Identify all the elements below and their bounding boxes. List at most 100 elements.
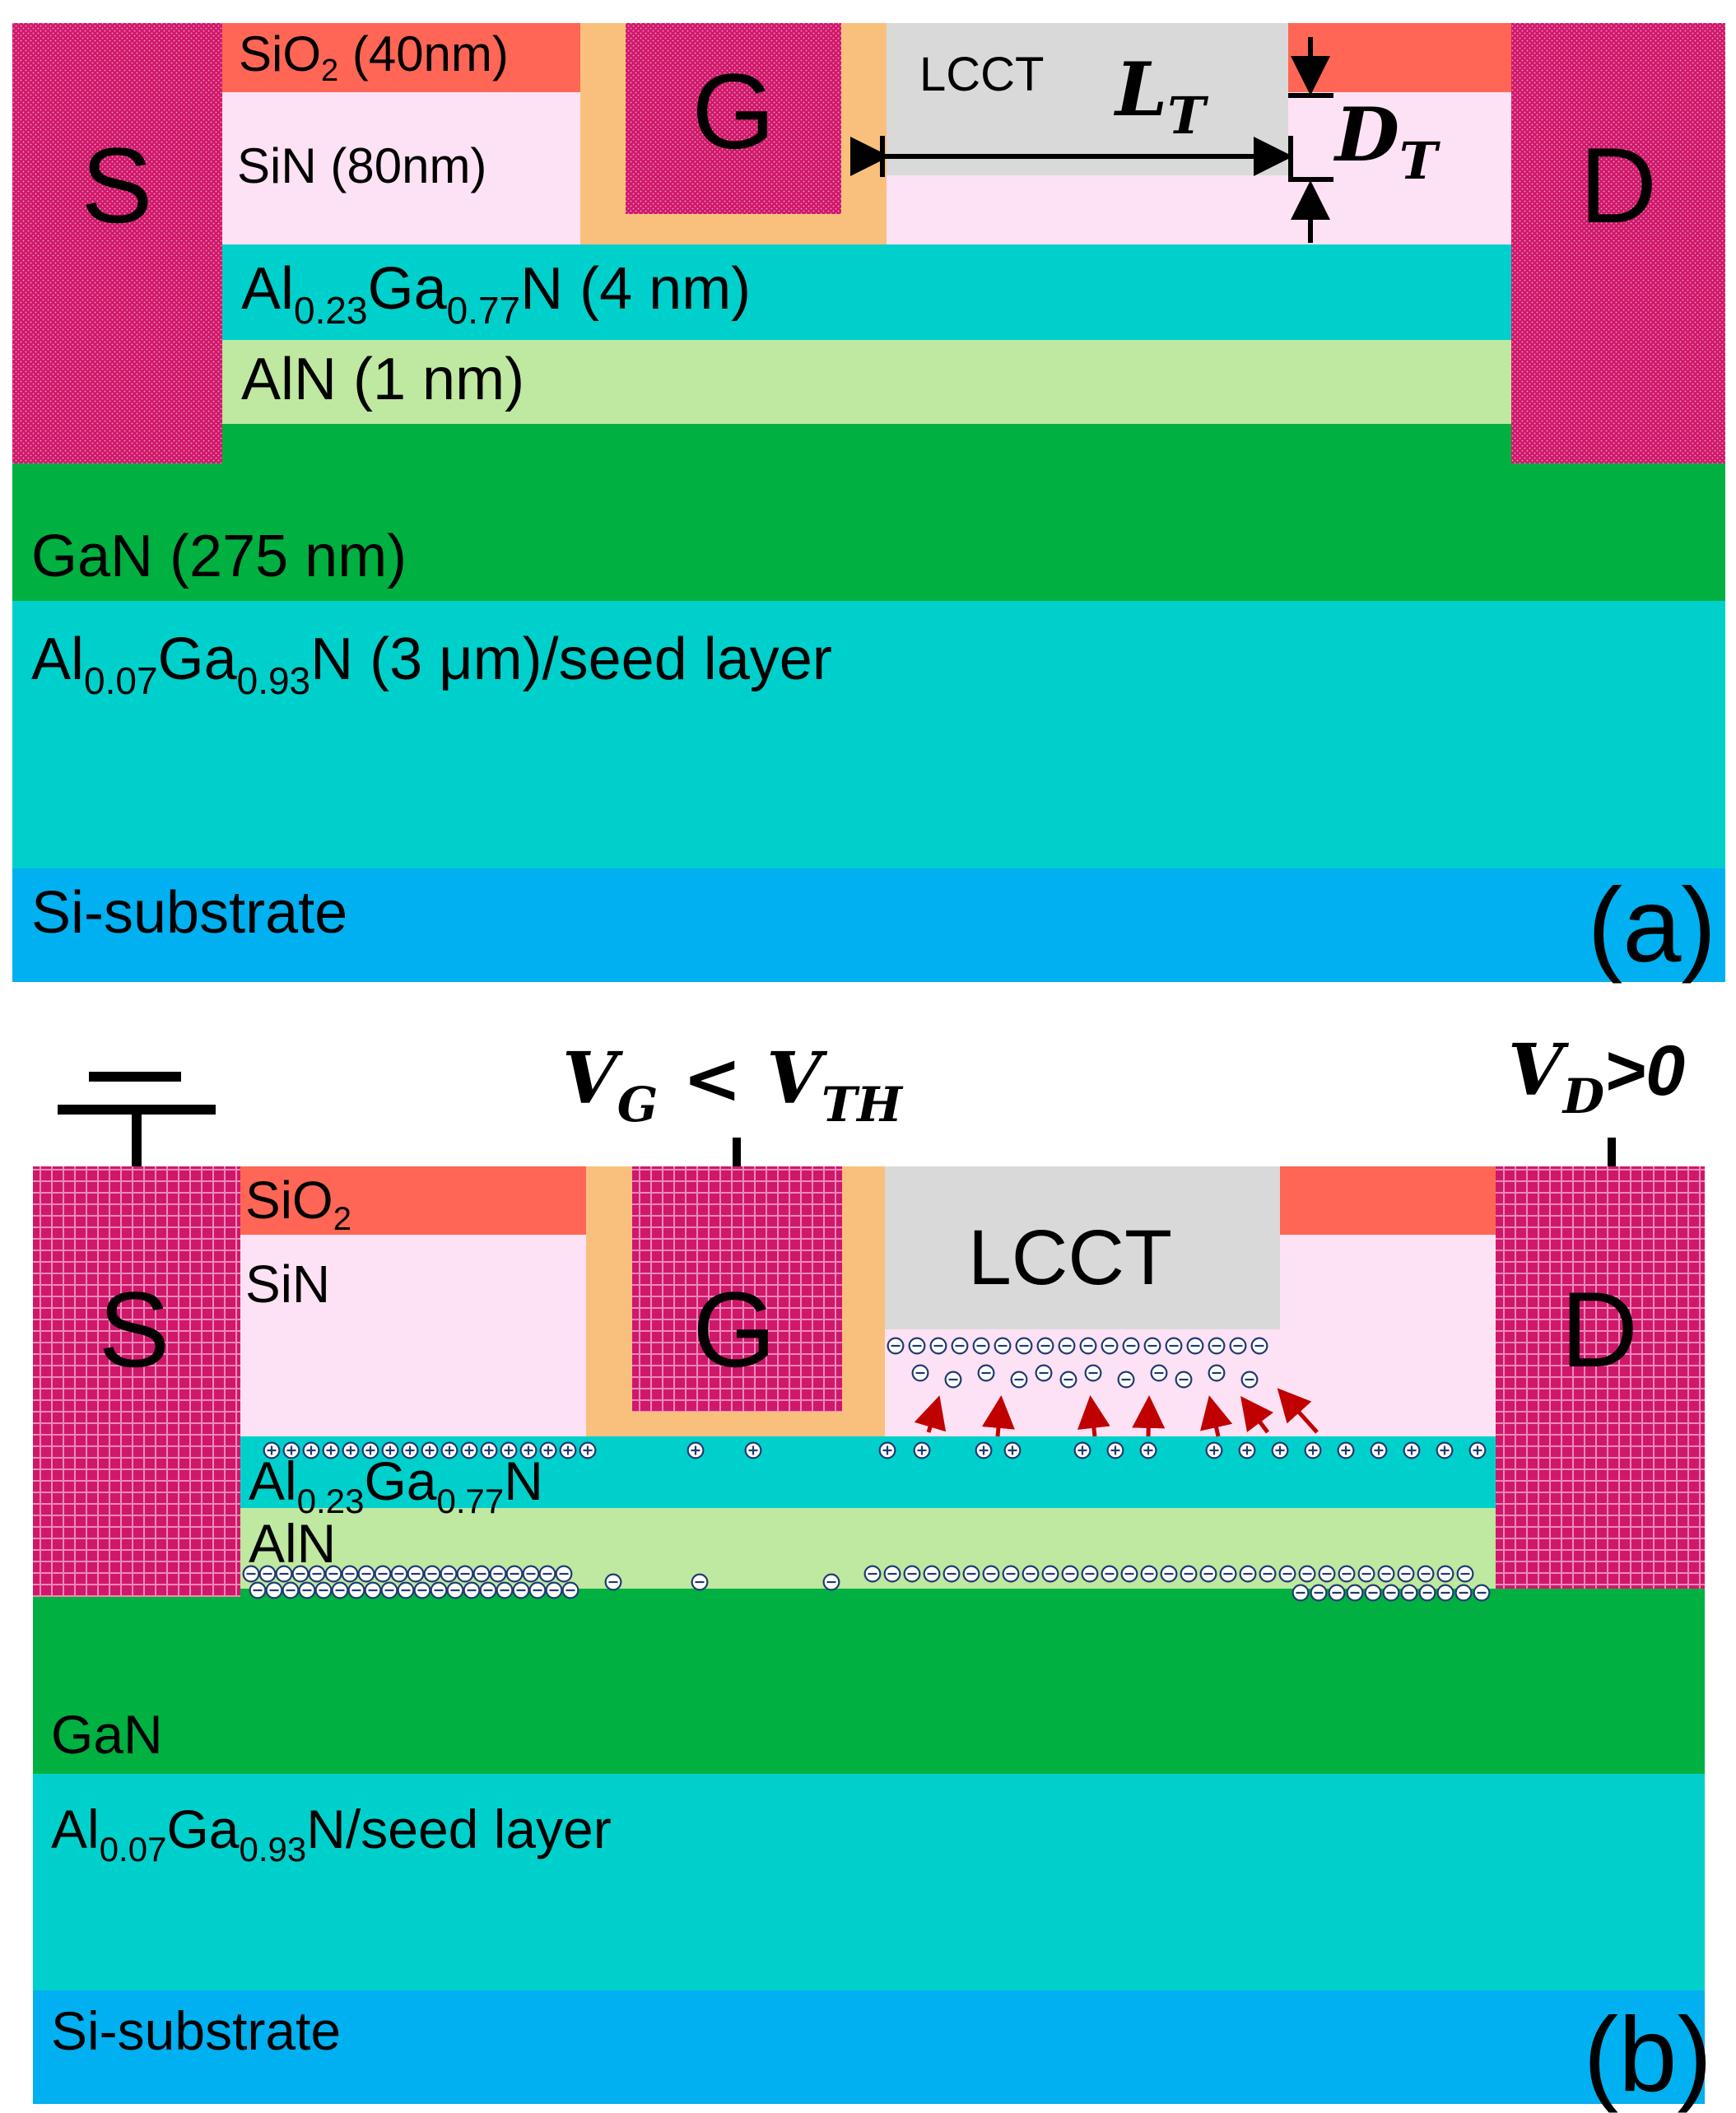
2deg-electron-symbol — [1101, 1565, 1119, 1583]
hole-symbol — [480, 1441, 498, 1459]
hole-symbol — [322, 1441, 340, 1459]
2deg-electron-symbol — [1219, 1565, 1237, 1583]
2deg-electron-symbol — [496, 1581, 514, 1599]
lcct-label: LCCT — [968, 1214, 1172, 1301]
2deg-electron-symbol — [446, 1581, 464, 1599]
vg-label: VG < VTH — [562, 1037, 904, 1133]
2deg-electron-symbol — [903, 1565, 921, 1583]
hole-symbol — [1139, 1441, 1157, 1459]
trapped-electron-symbol — [1036, 1337, 1054, 1355]
2deg-electron-symbol — [242, 1565, 260, 1583]
2deg-electron-symbol — [1041, 1565, 1059, 1583]
2deg-electron-symbol — [1061, 1565, 1079, 1583]
2deg-electron-symbol — [413, 1581, 431, 1599]
2deg-electron-symbol — [472, 1565, 491, 1583]
hole-symbol — [519, 1441, 538, 1459]
2deg-electron-symbol — [1346, 1584, 1364, 1602]
buffer-layer — [12, 601, 1725, 868]
electron-trapping-arrows — [914, 1388, 1319, 1437]
2deg-electron-symbol — [1328, 1584, 1346, 1602]
hole-symbol — [440, 1441, 458, 1459]
sio2-layer-left — [222, 23, 580, 92]
panel-b: VG < VTH VD>0 S G D LCCT SiO2 SiN Al0.23… — [33, 1029, 1712, 2113]
2deg-electron-symbol — [1382, 1584, 1400, 1602]
2deg-electron-symbol — [555, 1565, 573, 1583]
trapped-electron-symbol — [1165, 1337, 1183, 1355]
2deg-electron-symbol — [822, 1573, 840, 1591]
hole-symbol — [500, 1441, 518, 1459]
gate-contact — [626, 23, 841, 214]
2deg-electron-symbol — [942, 1565, 961, 1583]
sio2-label: SiO2 (40nm) — [239, 26, 509, 88]
red-arrow — [981, 1395, 1015, 1437]
2deg-electron-symbol — [1298, 1565, 1316, 1583]
trapped-electron-symbol — [1079, 1337, 1097, 1355]
trapped-electron-symbol — [1150, 1364, 1168, 1382]
hole-symbol — [460, 1441, 478, 1459]
2deg-electron-symbol — [324, 1565, 342, 1583]
2deg-electron-symbol — [1338, 1565, 1356, 1583]
2deg-electron-symbol — [883, 1565, 901, 1583]
vd-label: VD>0 — [1508, 1029, 1685, 1124]
source-contact — [12, 23, 222, 463]
buffer-layer — [33, 1774, 1705, 1990]
trapped-electron-symbol — [944, 1371, 962, 1389]
lt-label: LT — [1113, 46, 1208, 146]
trapped-electron-symbol — [1175, 1371, 1193, 1389]
2deg-electron-symbol — [1318, 1565, 1336, 1583]
2deg-electron-symbol — [1310, 1584, 1328, 1602]
trapped-electron-symbol — [1101, 1337, 1119, 1355]
2deg-electron-symbol — [522, 1565, 540, 1583]
trapped-electron-symbol — [911, 1364, 929, 1382]
2deg-electron-symbol — [1259, 1565, 1277, 1583]
sio2-layer-right — [1280, 1166, 1496, 1235]
algan-layer — [222, 244, 1511, 340]
source-contact — [33, 1166, 240, 1597]
gan-label: GaN (275 nm) — [31, 524, 407, 589]
2deg-electron-symbol — [1199, 1565, 1217, 1583]
2deg-electron-symbol — [1377, 1565, 1395, 1583]
sin-label: SiN — [245, 1254, 330, 1314]
2deg-electron-symbol — [1436, 1584, 1454, 1602]
trapped-electron-symbol — [1010, 1371, 1028, 1389]
2deg-electron-symbol — [1364, 1584, 1382, 1602]
aln-label: AlN — [249, 1513, 336, 1574]
trapped-electron-symbol — [929, 1337, 947, 1355]
source-label: S — [81, 125, 153, 245]
hole-symbol — [342, 1441, 360, 1459]
2deg-electron-symbol — [982, 1565, 1000, 1583]
hole-symbol — [361, 1441, 379, 1459]
2deg-electron-symbol — [265, 1581, 283, 1599]
2deg-electron-symbol — [1473, 1584, 1491, 1602]
gate-contact — [632, 1166, 842, 1412]
2deg-electron-symbol — [364, 1581, 382, 1599]
trapped-electron-symbol — [1084, 1364, 1102, 1382]
hole-symbol — [302, 1441, 320, 1459]
2deg-electron-symbol — [1239, 1565, 1257, 1583]
hole-symbol — [878, 1441, 896, 1459]
hole-symbol — [1238, 1441, 1256, 1459]
2deg-electron-symbol — [314, 1581, 333, 1599]
lcct-label: LCCT — [919, 48, 1044, 101]
2deg-electron-symbol — [341, 1565, 359, 1583]
2deg-electron-symbol — [463, 1581, 481, 1599]
hole-symbol — [1468, 1441, 1487, 1459]
gate-label: G — [691, 51, 775, 171]
drain-contact — [1511, 23, 1725, 463]
hole-symbol — [1370, 1441, 1388, 1459]
2deg-electron-symbol — [380, 1581, 398, 1599]
2deg-electron-symbol — [390, 1565, 408, 1583]
sio2-layer-left — [240, 1166, 586, 1235]
hole-symbol — [1403, 1441, 1421, 1459]
sio2-layer-right — [1288, 23, 1511, 92]
hole-symbol — [686, 1441, 705, 1459]
2deg-electron-symbol — [282, 1581, 300, 1599]
trapped-electron-symbol — [1058, 1337, 1076, 1355]
red-arrow — [1200, 1395, 1233, 1437]
drain-label: D — [1561, 1269, 1638, 1389]
2deg-electron-symbol — [512, 1581, 530, 1599]
2deg-electron-symbol — [397, 1581, 415, 1599]
aln-layer — [222, 340, 1511, 424]
red-arrow — [1132, 1395, 1166, 1437]
